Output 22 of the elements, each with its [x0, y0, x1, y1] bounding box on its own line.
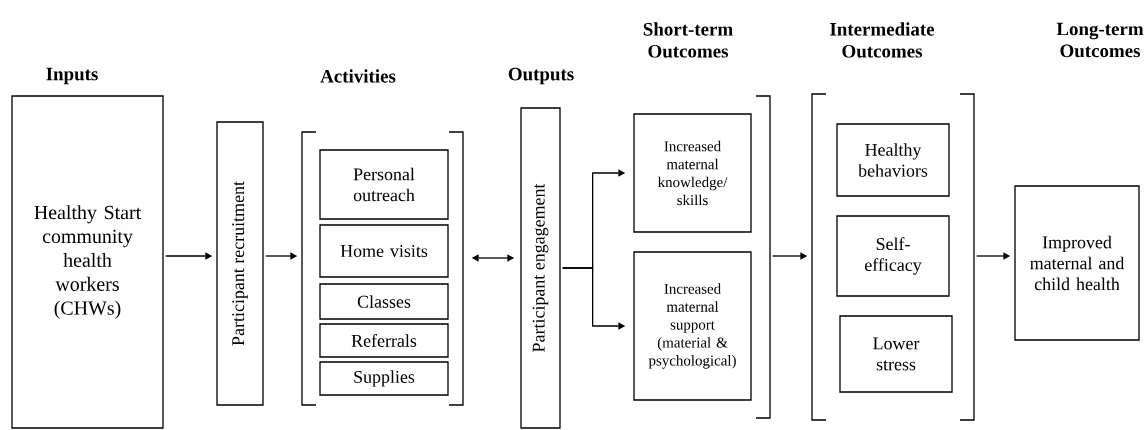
process-box: Increased maternal knowledge/ skills — [633, 113, 752, 233]
process-box: Healthy behaviors — [836, 123, 950, 197]
process-box: Self-efficacy — [836, 215, 950, 297]
process-box: Personal outreach — [319, 149, 449, 220]
process-box: Lower stress — [839, 315, 953, 393]
column-heading: Activities — [320, 69, 396, 83]
column-heading: Intermediate Outcomes — [830, 22, 935, 58]
process-box: Participant engagement — [520, 107, 561, 429]
column-heading: Outputs — [508, 67, 574, 85]
process-box: Classes — [319, 283, 449, 320]
process-box: Participant recruitment — [216, 121, 264, 406]
process-box: Healthy Start community health workers (CHWs) — [11, 95, 164, 429]
bracket — [755, 95, 771, 419]
process-box: Referrals — [319, 323, 449, 358]
bracket — [301, 131, 464, 406]
column-heading: Short-term Outcomes — [643, 22, 733, 58]
column-heading: Long-term Outcomes — [1056, 22, 1144, 58]
bracket — [811, 93, 975, 421]
process-box: Improved maternal and child health — [1014, 185, 1140, 341]
process-box: Home visits — [319, 224, 449, 278]
process-box: Increased maternal support (material & psychological) — [633, 251, 752, 401]
process-box: Supplies — [319, 361, 449, 396]
